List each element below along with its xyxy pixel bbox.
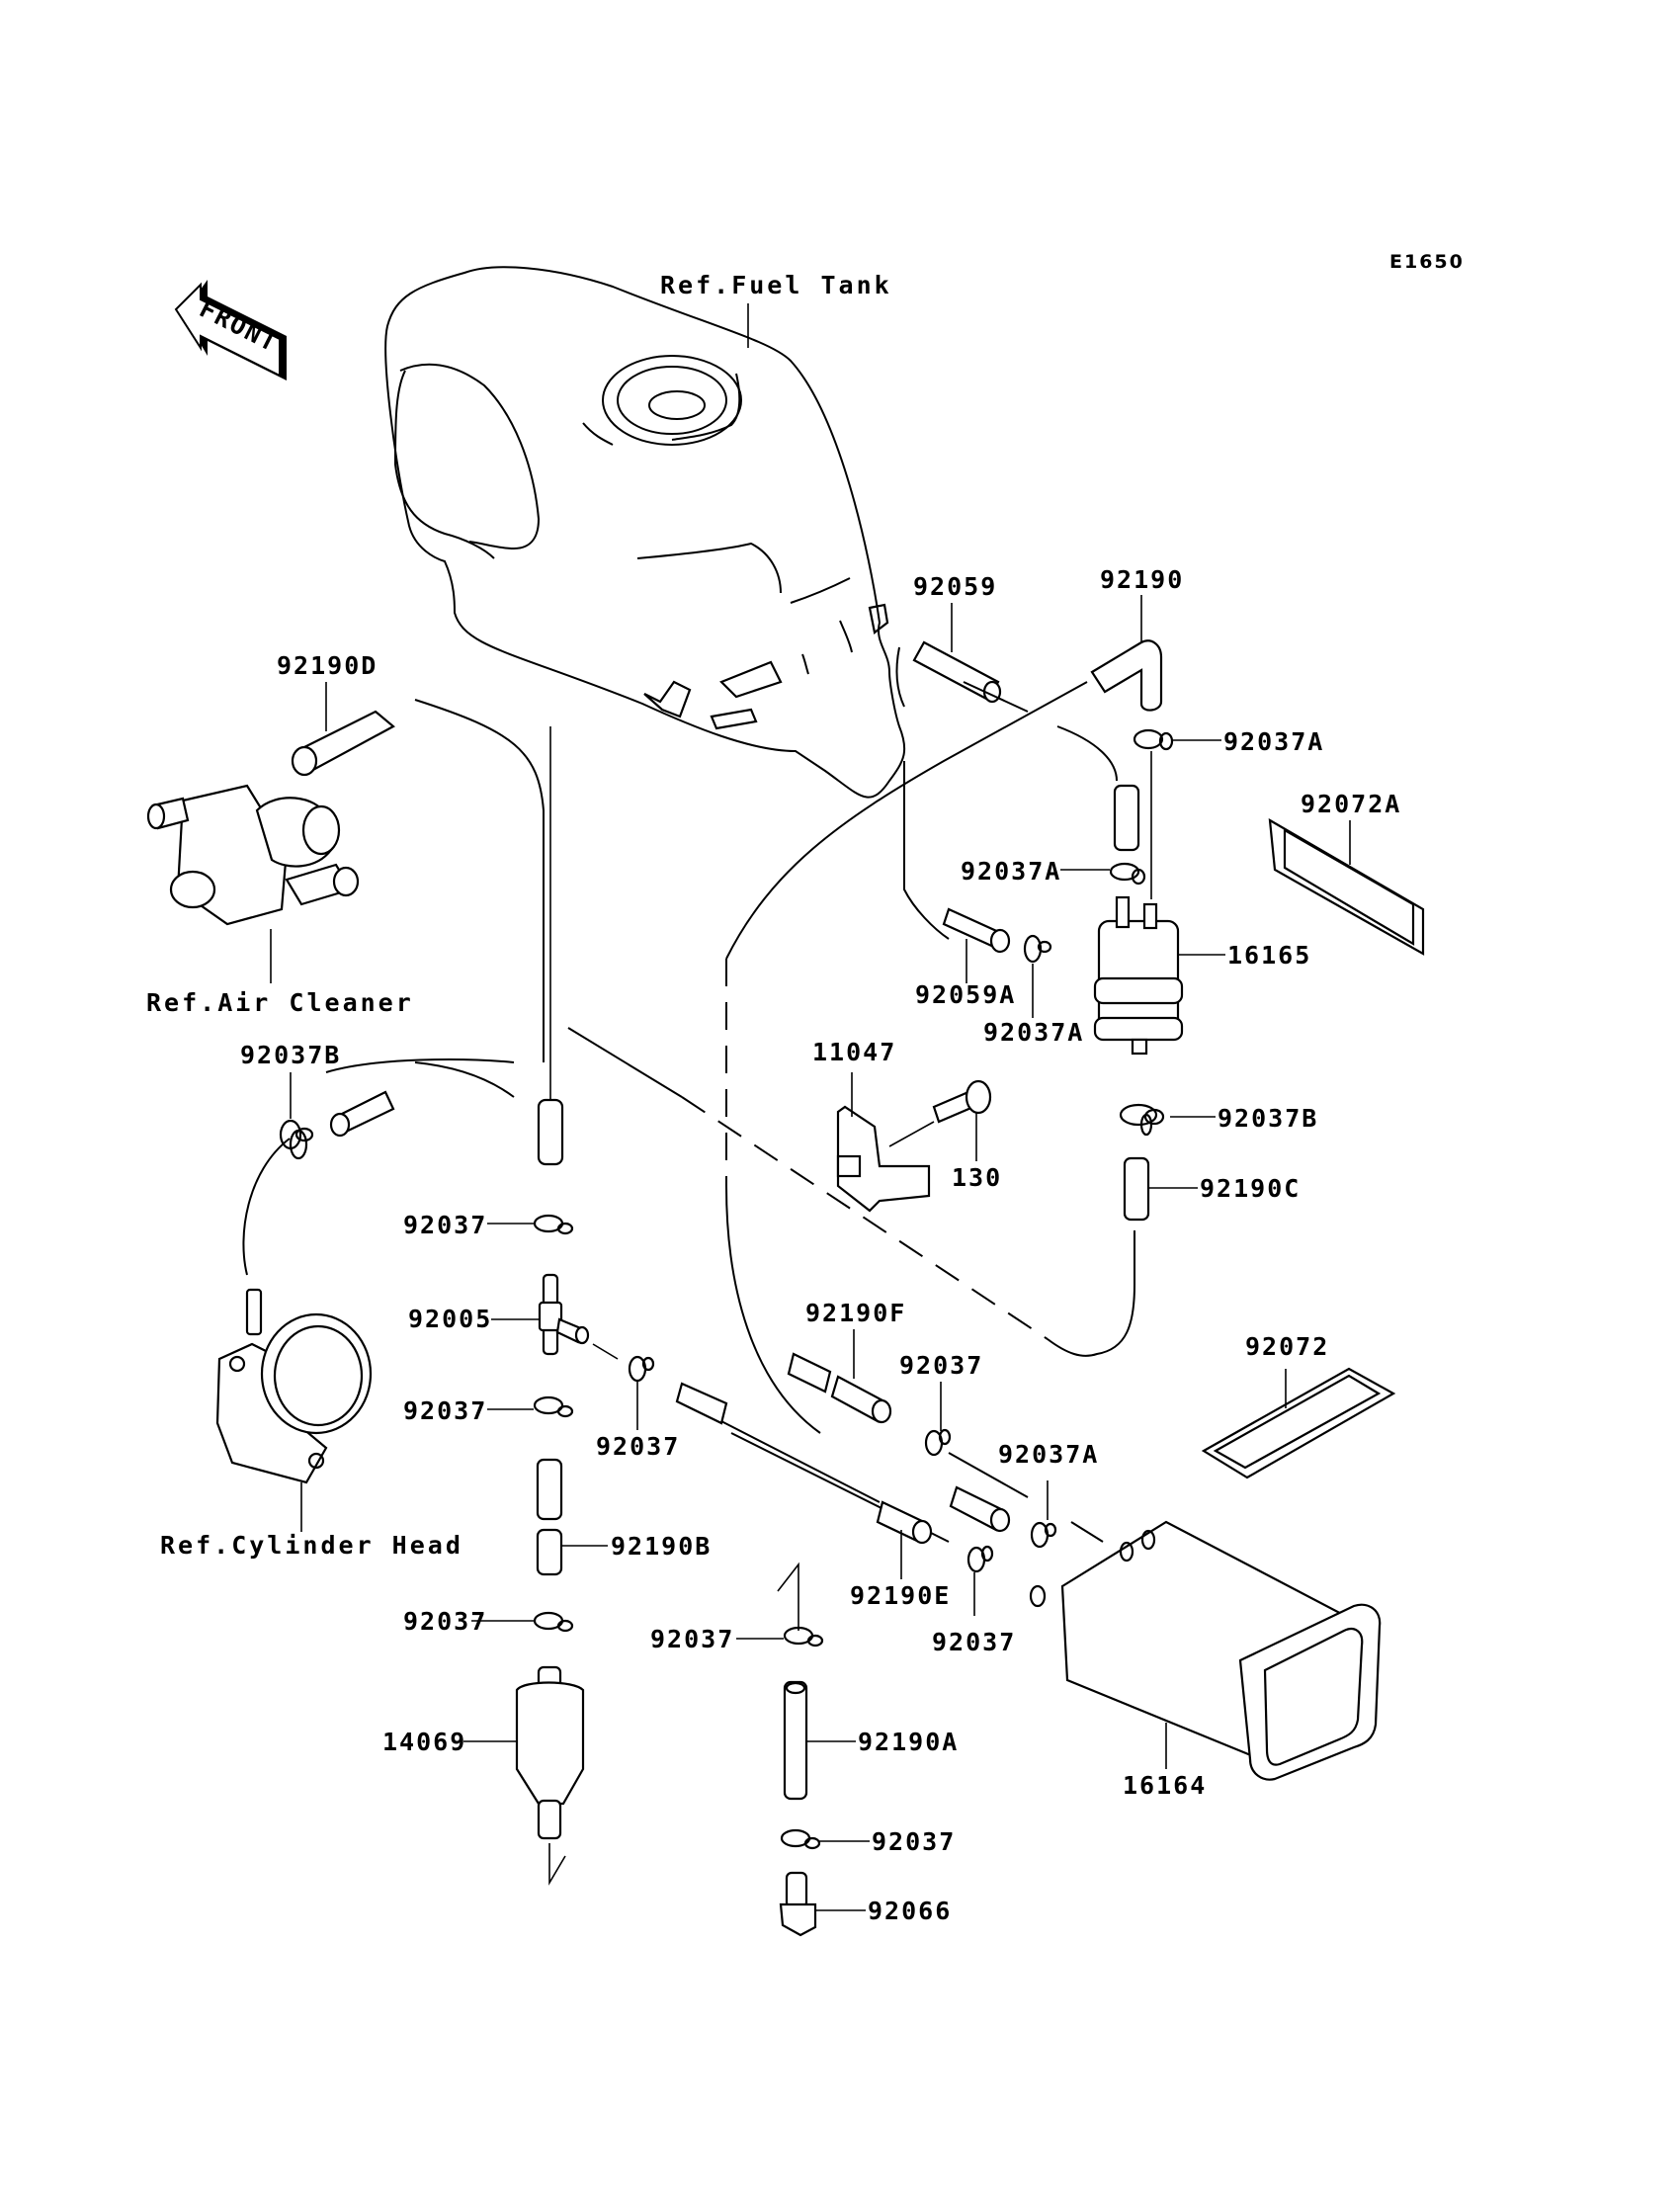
ref-cylinder-head-label: Ref.Cylinder Head bbox=[160, 1531, 463, 1560]
fuel-pump-16165 bbox=[1093, 895, 1184, 1056]
part-label-92190c: 92190C bbox=[1200, 1174, 1301, 1203]
part-label-92066: 92066 bbox=[868, 1897, 952, 1925]
part-label-92005: 92005 bbox=[408, 1305, 492, 1333]
diagram-code: E1650 bbox=[1389, 251, 1465, 273]
part-label-92037-b: 92037 bbox=[899, 1351, 983, 1380]
strap-92072 bbox=[1201, 1367, 1396, 1479]
part-label-92037a-mid: 92037A bbox=[961, 857, 1061, 886]
part-label-92190f: 92190F bbox=[805, 1299, 906, 1327]
hose-upper-vertical bbox=[1113, 784, 1140, 852]
clamp-92037-g bbox=[783, 1626, 824, 1648]
clamp-92037a-top bbox=[1133, 728, 1174, 751]
part-label-92190b: 92190B bbox=[611, 1532, 712, 1561]
part-label-92037b-left: 92037B bbox=[240, 1041, 341, 1069]
part-label-92037a-canister: 92037A bbox=[998, 1440, 1099, 1469]
hose-92190b bbox=[536, 1458, 563, 1576]
fuel-cock-air-cleaner-drawing bbox=[146, 784, 360, 926]
cap-92066 bbox=[779, 1871, 817, 1937]
part-label-92072a: 92072A bbox=[1301, 790, 1401, 818]
part-label-92072: 92072 bbox=[1245, 1332, 1329, 1361]
strap-92072a bbox=[1268, 817, 1425, 956]
part-label-16165: 16165 bbox=[1227, 941, 1311, 970]
bracket-11047 bbox=[836, 1105, 931, 1213]
fuel-tank-drawing bbox=[384, 266, 906, 799]
fuel-filter-14069 bbox=[515, 1665, 585, 1840]
canister-16164 bbox=[1029, 1520, 1382, 1781]
part-label-16164: 16164 bbox=[1123, 1771, 1207, 1800]
part-label-92037-e: 92037 bbox=[403, 1607, 487, 1636]
clamp-92037a-low bbox=[1023, 934, 1052, 964]
tee-fitting-92005 bbox=[538, 1273, 590, 1356]
part-label-92037-f: 92037 bbox=[932, 1628, 1016, 1656]
ref-fuel-tank-label: Ref.Fuel Tank bbox=[660, 271, 892, 299]
clamp-92037-d bbox=[628, 1355, 655, 1383]
hose-vertical-left bbox=[537, 1098, 564, 1166]
hose-92190e bbox=[675, 1382, 1011, 1545]
part-label-92037a-low: 92037A bbox=[983, 1018, 1084, 1047]
part-label-92190e: 92190E bbox=[850, 1581, 951, 1610]
clamp-92037a-mid bbox=[1109, 862, 1146, 886]
part-label-92190a: 92190A bbox=[858, 1728, 959, 1756]
bolt-130 bbox=[888, 1079, 992, 1147]
clamp-92037-a bbox=[533, 1214, 574, 1235]
hose-92190d bbox=[291, 710, 395, 777]
ref-air-cleaner-label: Ref.Air Cleaner bbox=[146, 988, 414, 1017]
part-label-92037-a: 92037 bbox=[403, 1211, 487, 1239]
clamp-92037-b bbox=[924, 1428, 952, 1457]
part-label-92037-c: 92037 bbox=[403, 1396, 487, 1425]
front-arrow-icon: FRONT bbox=[174, 280, 287, 380]
clamp-92037-h bbox=[780, 1828, 821, 1850]
hose-92059a bbox=[942, 907, 1011, 954]
part-label-130: 130 bbox=[952, 1163, 1002, 1192]
hose-92059 bbox=[912, 640, 1002, 704]
part-label-92037a-top: 92037A bbox=[1223, 727, 1324, 756]
cylinder-head-drawing bbox=[215, 1288, 373, 1484]
clamp-92037-c bbox=[533, 1395, 574, 1418]
clamp-92037b-left bbox=[279, 1119, 314, 1160]
clamp-92037b-right bbox=[1119, 1103, 1165, 1137]
hose-left-short bbox=[329, 1090, 395, 1138]
clamp-92037-e bbox=[533, 1611, 574, 1633]
clamp-92037a-canister bbox=[1030, 1521, 1057, 1549]
part-label-92037-d: 92037 bbox=[596, 1432, 680, 1461]
part-label-92190d: 92190D bbox=[277, 651, 378, 680]
part-label-92037-h: 92037 bbox=[872, 1827, 956, 1856]
part-label-92037-g: 92037 bbox=[650, 1625, 734, 1653]
hose-92190f bbox=[787, 1352, 892, 1424]
part-label-92059a: 92059A bbox=[915, 980, 1016, 1009]
part-label-14069: 14069 bbox=[382, 1728, 466, 1756]
part-label-92190: 92190 bbox=[1100, 565, 1184, 594]
hose-92190c bbox=[1123, 1156, 1150, 1222]
part-label-92037b-right: 92037B bbox=[1218, 1104, 1318, 1133]
hose-92190-elbow bbox=[1090, 639, 1163, 712]
part-label-11047: 11047 bbox=[812, 1038, 896, 1066]
clamp-92037-f bbox=[966, 1545, 994, 1573]
hose-92190a bbox=[783, 1680, 808, 1801]
part-label-92059: 92059 bbox=[913, 572, 997, 601]
